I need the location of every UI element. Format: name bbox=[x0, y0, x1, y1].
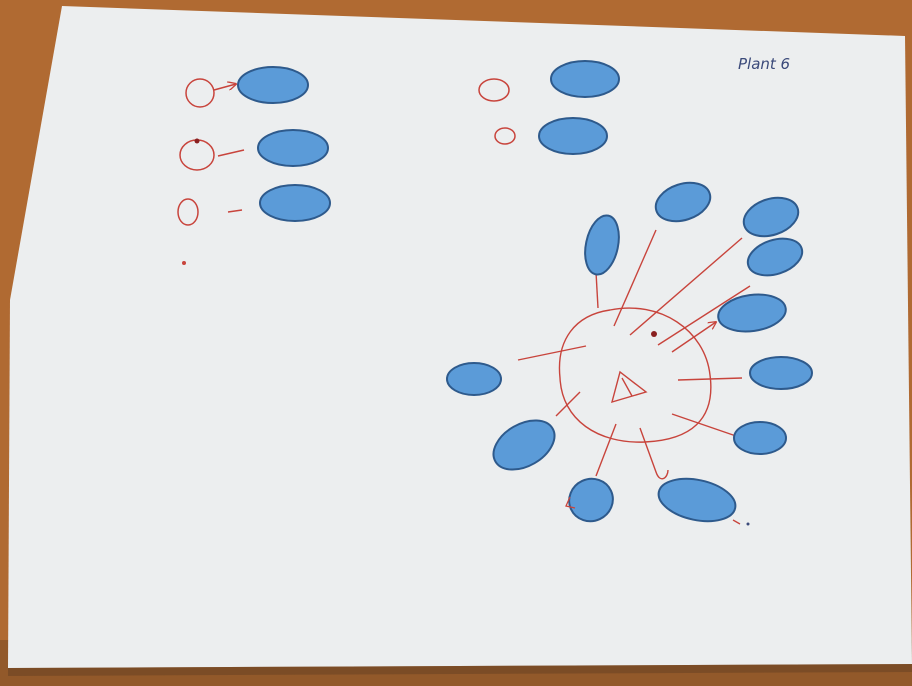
ink-dot bbox=[747, 523, 750, 526]
ink-dot bbox=[651, 331, 657, 337]
blue-bubble bbox=[258, 130, 328, 166]
plant-label: Plant 6 bbox=[738, 55, 790, 73]
blue-bubble bbox=[539, 118, 607, 154]
paper-sheet bbox=[8, 6, 912, 668]
ink-dot bbox=[195, 139, 200, 144]
blue-bubble bbox=[260, 185, 330, 221]
blue-bubble bbox=[551, 61, 619, 97]
ink-dot bbox=[182, 261, 186, 265]
blue-bubble bbox=[447, 363, 501, 395]
blue-bubble bbox=[734, 422, 786, 454]
blue-bubble bbox=[750, 357, 812, 389]
blue-bubble bbox=[238, 67, 308, 103]
